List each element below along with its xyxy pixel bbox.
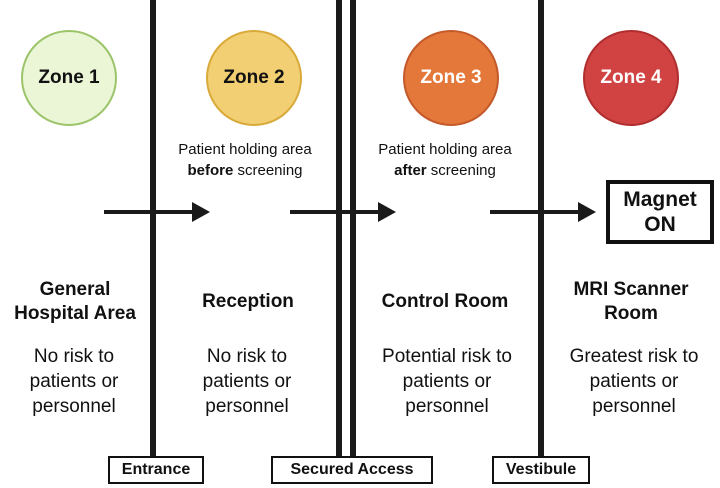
flow-arrow-1 xyxy=(104,202,210,222)
area-title-mri-scanner-room: MRI Scanner Room xyxy=(573,279,689,324)
risk-general-line2: patients or xyxy=(29,371,119,392)
risk-mri-scanner-room: Greatest risk to patients or personnel xyxy=(548,344,720,419)
note-before-line2: before screening xyxy=(145,160,345,181)
zone-3-circle: Zone 3 xyxy=(403,30,499,126)
risk-control-line2: patients or xyxy=(402,371,492,392)
zone-1-circle: Zone 1 xyxy=(21,30,117,126)
note-before-bold: before xyxy=(187,162,234,179)
risk-mri-line3: personnel xyxy=(592,396,676,417)
risk-control-line3: personnel xyxy=(405,396,489,417)
note-after-screening: Patient holding area after screening xyxy=(345,139,545,181)
zone-4-circle: Zone 4 xyxy=(583,30,679,126)
area-title-general-hospital: General Hospital Area xyxy=(14,279,136,324)
risk-general-hospital: No risk to patients or personnel xyxy=(0,344,158,419)
risk-mri-line2: patients or xyxy=(589,371,679,392)
risk-control-line1: Potential risk to xyxy=(382,346,512,367)
zone-2-circle: Zone 2 xyxy=(206,30,302,126)
note-after-line2: after screening xyxy=(345,160,545,181)
risk-general-line3: personnel xyxy=(32,396,116,417)
zone-2-label: Zone 2 xyxy=(223,67,285,88)
zone-1-label: Zone 1 xyxy=(38,67,100,88)
note-after-bold: after xyxy=(394,162,427,179)
zone-3-label: Zone 3 xyxy=(420,67,482,88)
risk-reception-line1: No risk to xyxy=(206,346,288,367)
zone-4-label: Zone 4 xyxy=(600,67,662,88)
note-before-line1: Patient holding area xyxy=(178,141,312,158)
flow-arrow-2 xyxy=(290,202,396,222)
gate-secured-access-label: Secured Access xyxy=(271,456,433,484)
magnet-on-box: Magnet ON xyxy=(606,180,714,244)
risk-mri-line1: Greatest risk to xyxy=(569,346,699,367)
gate-entrance-label: Entrance xyxy=(108,456,204,484)
note-before-screening: Patient holding area before screening xyxy=(145,139,345,181)
barrier-line-vestibule xyxy=(538,0,544,458)
risk-reception-line3: personnel xyxy=(205,396,289,417)
barrier-line-secured-right xyxy=(350,0,356,458)
flow-arrow-3 xyxy=(490,202,596,222)
risk-control-room: Potential risk to patients or personnel xyxy=(357,344,537,419)
note-before-rest: screening xyxy=(233,162,303,179)
risk-reception-line2: patients or xyxy=(202,371,292,392)
risk-reception: No risk to patients or personnel xyxy=(157,344,337,419)
area-title-control-room: Control Room xyxy=(381,291,509,312)
note-after-rest: screening xyxy=(426,162,496,179)
risk-general-line1: No risk to xyxy=(33,346,115,367)
note-after-line1: Patient holding area xyxy=(378,141,512,158)
magnet-line1: Magnet xyxy=(623,188,697,211)
magnet-line2: ON xyxy=(644,213,676,236)
barrier-line-entrance xyxy=(150,0,156,458)
gate-vestibule-label: Vestibule xyxy=(492,456,590,484)
area-title-reception: Reception xyxy=(202,291,294,312)
barrier-line-secured-left xyxy=(336,0,342,458)
